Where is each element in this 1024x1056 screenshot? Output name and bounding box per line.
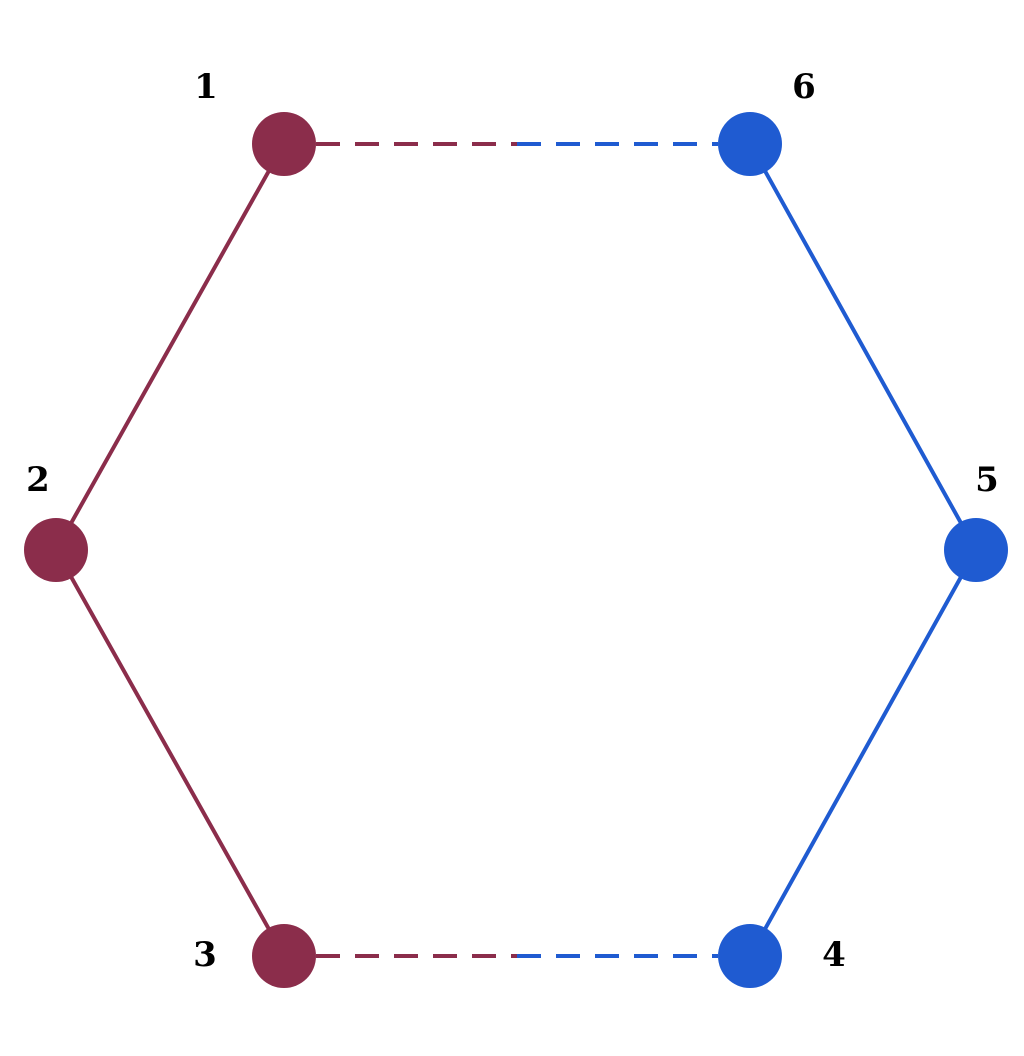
node-label-3: 3: [193, 935, 217, 975]
edge-6-5: [748, 142, 978, 552]
node-1: [252, 112, 316, 176]
node-4: [718, 924, 782, 988]
node-label-2: 2: [26, 460, 50, 500]
node-label-1: 1: [194, 67, 218, 107]
nodes-layer: [24, 112, 1008, 988]
node-label-5: 5: [975, 460, 999, 500]
node-2: [24, 518, 88, 582]
edge-2-3: [54, 548, 286, 958]
edge-5-4: [748, 548, 978, 958]
edges-layer: [54, 142, 978, 958]
node-label-6: 6: [792, 67, 816, 107]
labels-layer: 1 2 3 4 5 6: [26, 67, 999, 975]
node-5: [944, 518, 1008, 582]
node-6: [718, 112, 782, 176]
edge-1-2: [54, 142, 286, 552]
node-label-4: 4: [822, 935, 846, 975]
node-3: [252, 924, 316, 988]
